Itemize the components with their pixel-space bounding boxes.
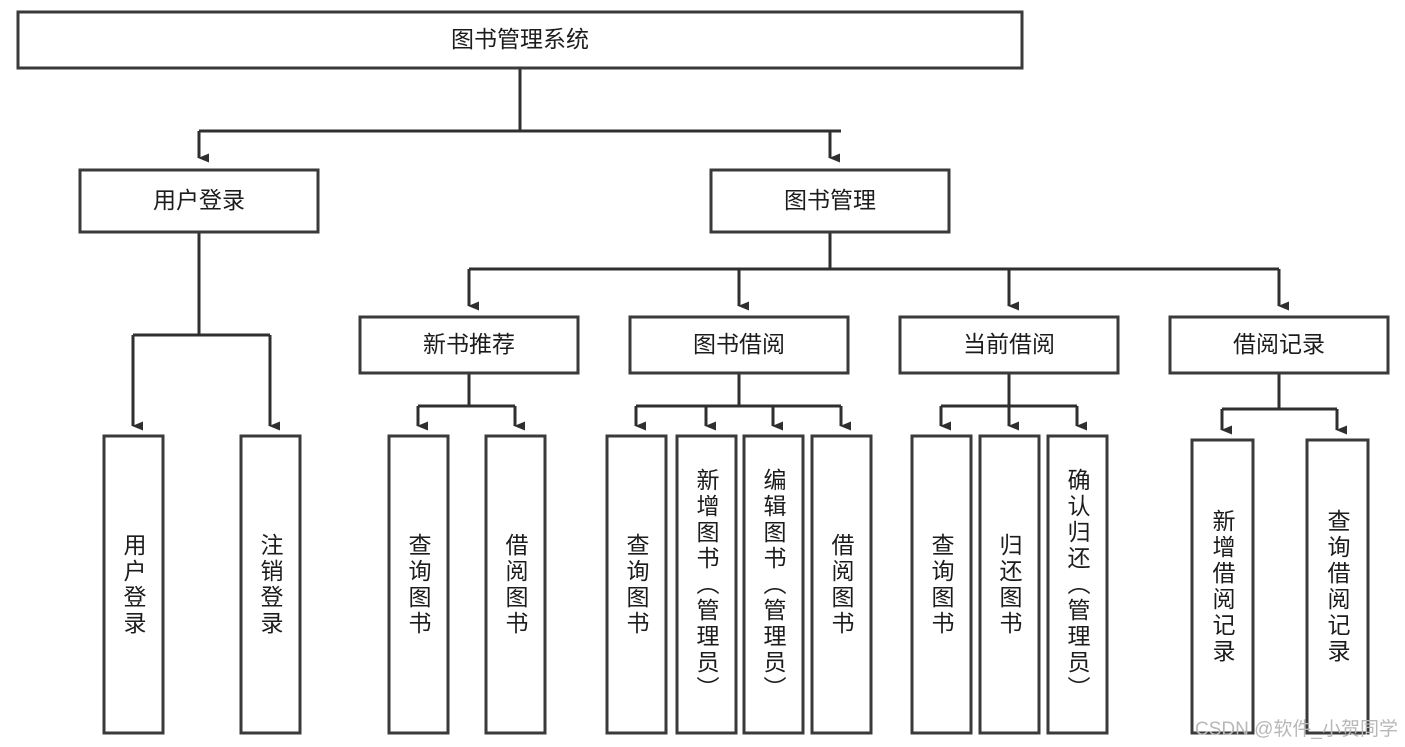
leaf-book-borrow-3[interactable]: 编辑图书（管理员） (742, 434, 805, 735)
leaf-new-book-2[interactable]: 借阅图书 (484, 434, 547, 735)
watermark: CSDN @软件_小贺同学 (1195, 718, 1398, 740)
node-new-book-label: 新书推荐 (423, 331, 515, 357)
leaf-book-borrow-4[interactable]: 借阅图书 (810, 434, 873, 735)
leaf-borrow-record-1[interactable]: 新增借阅记录 (1190, 438, 1255, 735)
node-current-borrow-box[interactable] (898, 315, 1120, 375)
leaf-book-borrow-4-box[interactable] (810, 434, 873, 735)
node-current-borrow-label: 当前借阅 (963, 331, 1055, 357)
leaf-book-borrow-4-label: 借阅图书 (828, 533, 855, 637)
node-book-borrow-box[interactable] (628, 315, 850, 375)
leaf-new-book-1[interactable]: 查询图书 (387, 434, 450, 735)
node-book-borrow-label: 图书借阅 (693, 331, 785, 357)
leaf-book-borrow-1-box[interactable] (605, 434, 668, 735)
leaf-borrow-record-2-box[interactable] (1305, 438, 1370, 735)
leaf-book-borrow-1[interactable]: 查询图书 (605, 434, 668, 735)
leaf-new-book-1-box[interactable] (387, 434, 450, 735)
leaf-user-login-1[interactable]: 用户登录 (102, 434, 165, 735)
leaf-user-login-2-label: 注销登录 (257, 533, 284, 637)
leaf-current-borrow-1[interactable]: 查询图书 (910, 434, 973, 735)
leaf-current-borrow-2-box[interactable] (978, 434, 1041, 735)
node-root[interactable]: 图书管理系统 (16, 10, 1024, 70)
node-book-manage-label: 图书管理 (784, 187, 876, 213)
node-book-manage[interactable]: 图书管理 (709, 168, 951, 234)
leaf-book-borrow-3-box[interactable] (742, 434, 805, 735)
leaf-current-borrow-3[interactable]: 确认归还（管理员） (1046, 434, 1109, 735)
node-new-book-box[interactable] (358, 315, 580, 375)
leaf-current-borrow-1-box[interactable] (910, 434, 973, 735)
node-borrow-record[interactable]: 借阅记录 (1168, 315, 1390, 375)
node-borrow-record-box[interactable] (1168, 315, 1390, 375)
leaf-user-login-2-box[interactable] (239, 434, 302, 735)
leaf-new-book-2-label: 借阅图书 (502, 533, 529, 637)
leaf-book-borrow-2[interactable]: 新增图书（管理员） (675, 434, 738, 735)
leaf-new-book-2-box[interactable] (484, 434, 547, 735)
leaf-borrow-record-1-label: 新增借阅记录 (1209, 509, 1236, 665)
node-user-login[interactable]: 用户登录 (78, 168, 320, 234)
node-new-book[interactable]: 新书推荐 (358, 315, 580, 375)
leaf-book-borrow-1-label: 查询图书 (623, 533, 650, 637)
node-user-login-label: 用户登录 (153, 187, 245, 213)
node-user-login-box[interactable] (78, 168, 320, 234)
node-root-box[interactable] (16, 10, 1024, 70)
leaf-book-borrow-2-label: 新增图书（管理员） (693, 468, 720, 702)
node-book-borrow[interactable]: 图书借阅 (628, 315, 850, 375)
leaf-book-borrow-3-label: 编辑图书（管理员） (760, 468, 787, 702)
leaf-current-borrow-2[interactable]: 归还图书 (978, 434, 1041, 735)
leaf-user-login-1-box[interactable] (102, 434, 165, 735)
node-book-manage-box[interactable] (709, 168, 951, 234)
leaf-user-login-1-label: 用户登录 (120, 533, 147, 637)
leaf-borrow-record-2-label: 查询借阅记录 (1324, 509, 1351, 665)
leaf-book-borrow-2-box[interactable] (675, 434, 738, 735)
leaf-current-borrow-2-label: 归还图书 (996, 533, 1023, 637)
node-current-borrow[interactable]: 当前借阅 (898, 315, 1120, 375)
node-borrow-record-label: 借阅记录 (1233, 331, 1325, 357)
leaf-borrow-record-2[interactable]: 查询借阅记录 (1305, 438, 1370, 735)
leaf-current-borrow-3-label: 确认归还（管理员） (1064, 468, 1091, 702)
leaf-new-book-1-label: 查询图书 (405, 533, 432, 637)
leaf-borrow-record-1-box[interactable] (1190, 438, 1255, 735)
leaf-user-login-2[interactable]: 注销登录 (239, 434, 302, 735)
leaf-current-borrow-1-label: 查询图书 (928, 533, 955, 637)
connector-layer (131, 68, 1347, 435)
leaf-current-borrow-3-box[interactable] (1046, 434, 1109, 735)
node-root-label: 图书管理系统 (451, 26, 589, 52)
